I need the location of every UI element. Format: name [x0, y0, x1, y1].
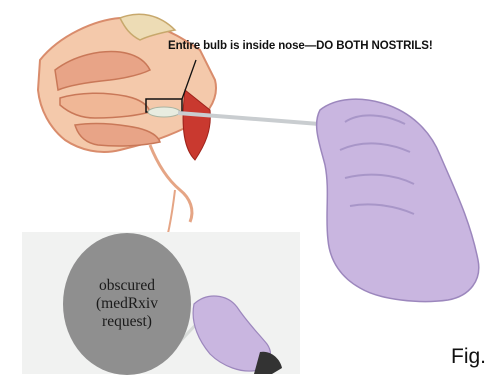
- redaction-line-3: request): [102, 313, 152, 331]
- gloved-hand: [317, 99, 479, 301]
- redaction-line-2: (medRxiv: [96, 295, 158, 313]
- redaction-oval: obscured (medRxiv request): [63, 233, 191, 375]
- redaction-line-1: obscured: [99, 277, 155, 295]
- callout-label: Entire bulb is inside nose—DO BOTH NOSTR…: [168, 40, 433, 52]
- swab-bulb: [148, 107, 180, 117]
- figure-label: Fig.: [451, 345, 486, 369]
